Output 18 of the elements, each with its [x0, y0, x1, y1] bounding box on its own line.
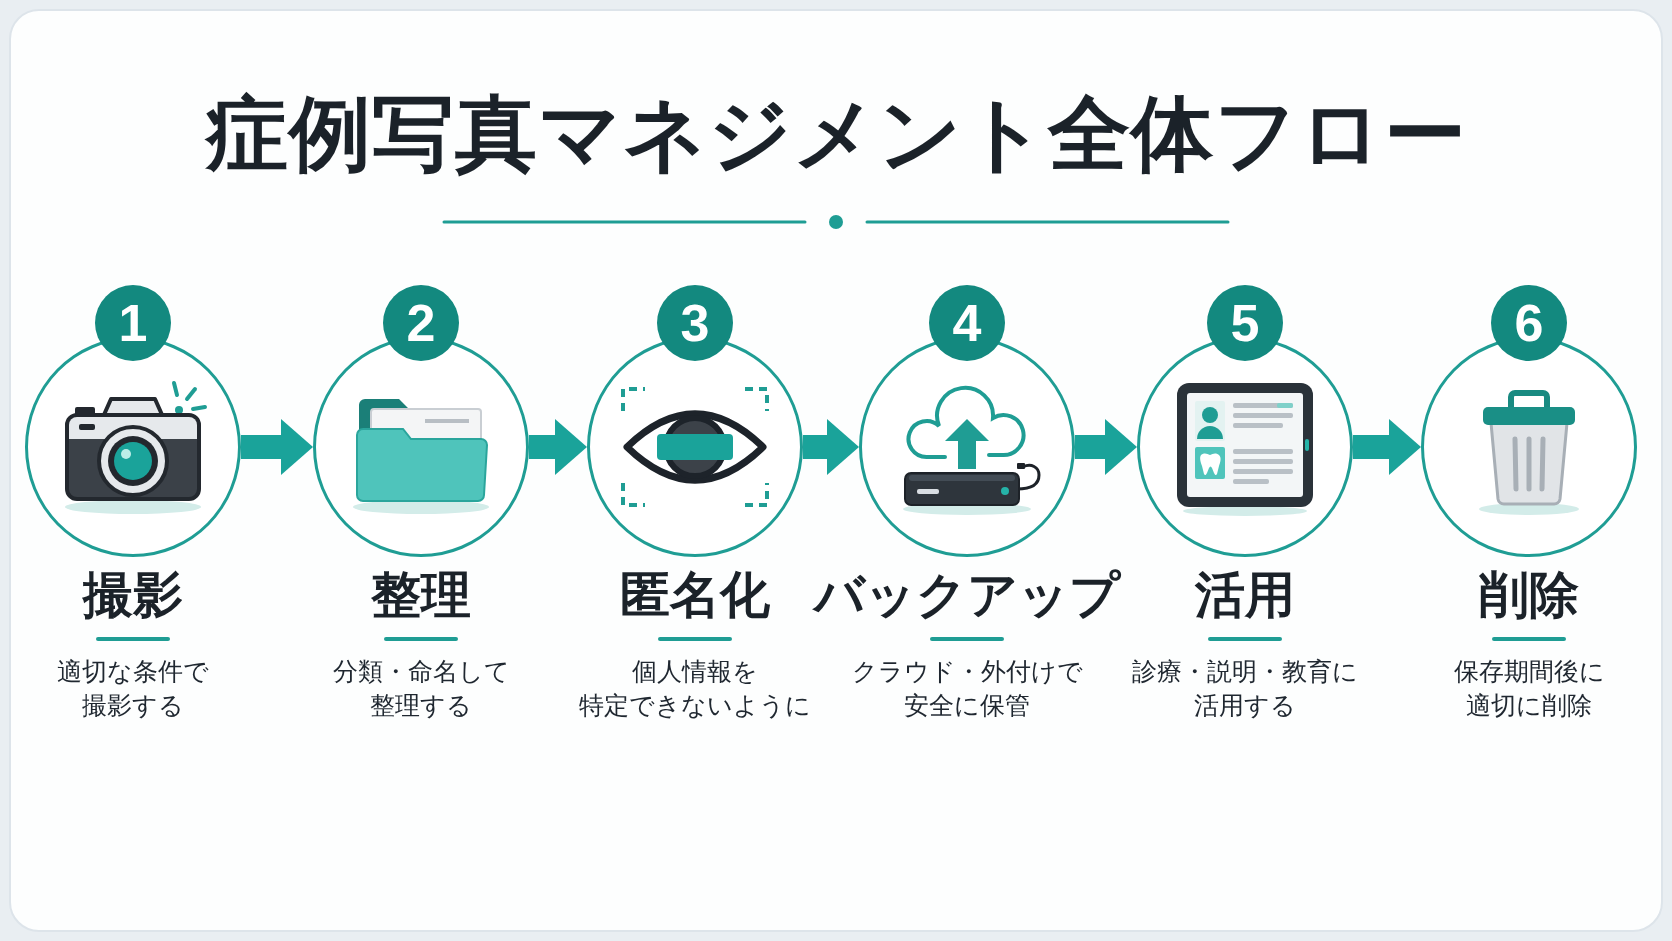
page-title: 症例写真マネジメント全体フロー: [205, 86, 1467, 182]
flow-arrow: [241, 419, 313, 475]
step-title: 匿名化: [620, 565, 770, 625]
step-description: 個人情報を特定できないように: [579, 656, 811, 722]
step-description: 保存期間後に適切に削除: [1453, 656, 1605, 722]
flow-arrow: [529, 419, 587, 475]
flow-arrow: [803, 419, 859, 475]
flow-arrow: [1075, 419, 1137, 475]
step-title: 撮影: [83, 565, 183, 625]
step-title: 削除: [1479, 565, 1579, 625]
flow-arrow: [1353, 419, 1421, 475]
step-title: 整理: [371, 565, 471, 625]
step-description: 分類・命名して整理する: [332, 656, 510, 722]
step-description: 診療・説明・教育に活用する: [1132, 656, 1358, 722]
step-title: 活用: [1195, 565, 1295, 625]
step-description: 適切な条件で撮影する: [57, 656, 209, 722]
step-description: クラウド・外付けで安全に保管: [851, 656, 1083, 722]
step-title: バックアップ: [814, 565, 1120, 625]
